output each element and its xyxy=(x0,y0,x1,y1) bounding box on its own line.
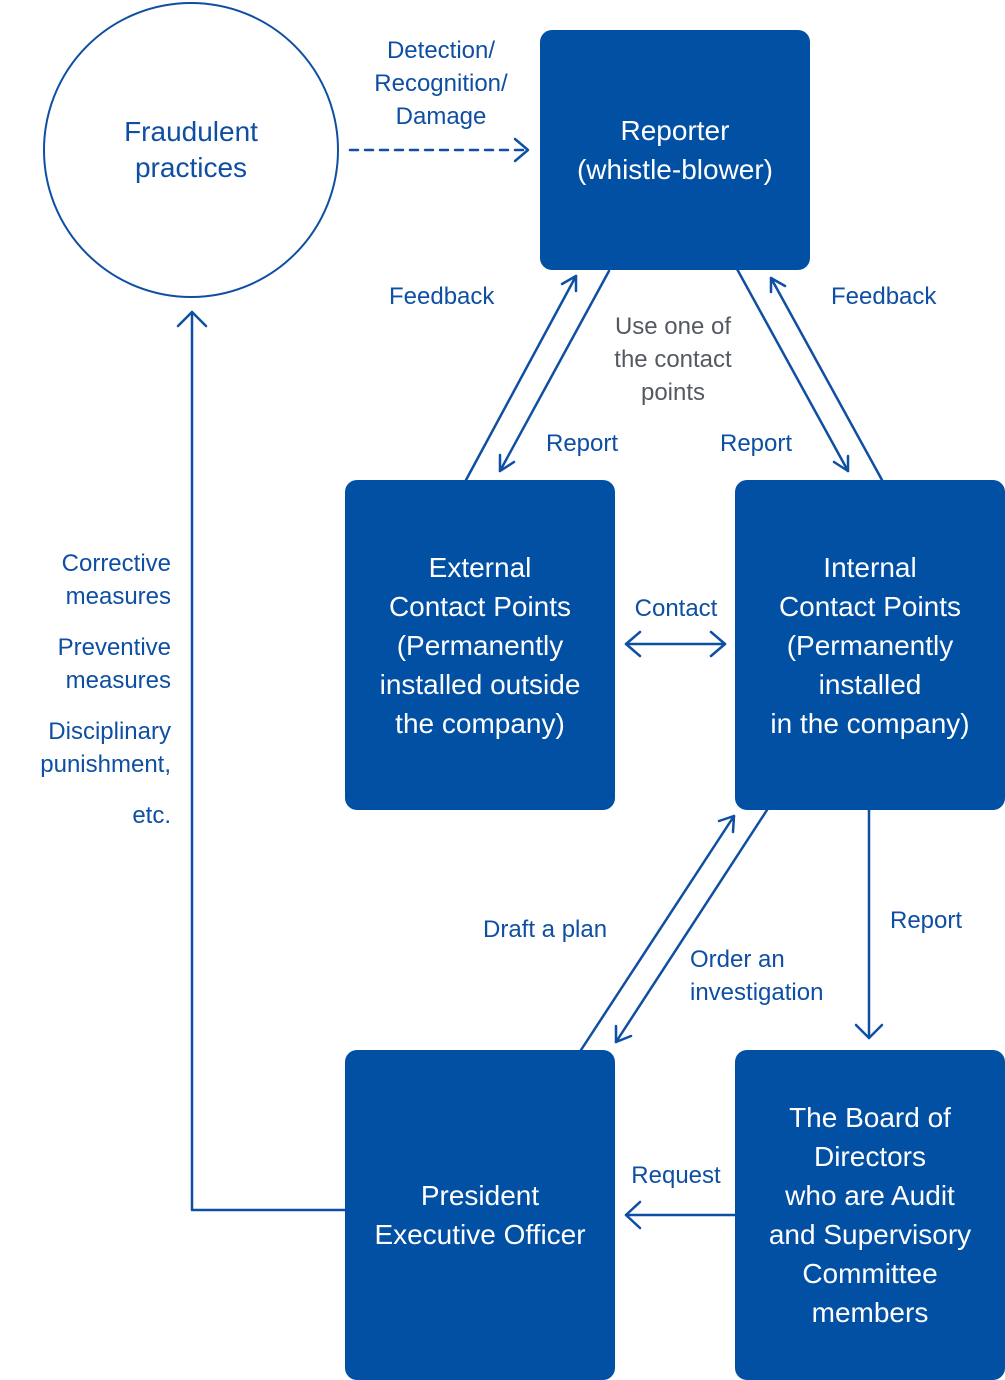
fraudulent-practices-node: Fraudulent practices xyxy=(43,2,339,298)
report-board-arrowhead xyxy=(854,1023,884,1040)
request-label: Request xyxy=(631,1162,721,1189)
report-right-arrow-line xyxy=(735,267,850,473)
report-right-label: Report xyxy=(720,430,793,457)
draft-plan-arrow-line xyxy=(579,814,736,1052)
internal-contact-points-node: Internal Contact Points (Permanently ins… xyxy=(735,480,1005,810)
preventive-measures-label: Preventive measures xyxy=(57,634,171,694)
draft-plan-label: Draft a plan xyxy=(483,916,608,943)
draft-plan-arrowhead xyxy=(717,814,736,834)
detection-arrowhead xyxy=(513,137,530,163)
contact-arrowhead-right xyxy=(709,630,727,658)
etc-label: etc. xyxy=(132,802,171,829)
disciplinary-punishment-label: Disciplinary punishment, xyxy=(40,718,171,778)
report-left-label: Report xyxy=(546,430,619,457)
order-investigation-label: Order an investigation xyxy=(690,946,824,1006)
feedback-left-label: Feedback xyxy=(389,283,495,310)
order-investigation-arrow-line xyxy=(614,808,769,1044)
detection-label: Detection/ Recognition/ Damage xyxy=(374,37,508,130)
board-node: The Board of Directors who are Audit and… xyxy=(735,1050,1005,1380)
report-board-label: Report xyxy=(890,907,963,934)
feedback-right-arrowhead xyxy=(769,276,787,294)
report-left-arrowhead xyxy=(498,453,516,473)
measures-loop-arrowhead xyxy=(176,310,208,328)
president-node: President Executive Officer xyxy=(345,1050,615,1380)
external-contact-points-node: External Contact Points (Permanently ins… xyxy=(345,480,615,810)
feedback-left-arrowhead xyxy=(560,274,578,293)
feedback-left-arrow-line xyxy=(464,274,578,482)
feedback-right-arrow-line xyxy=(769,276,884,482)
use-contact-points-label: Use one of the contact points xyxy=(614,313,732,406)
reporter-node: Reporter (whistle-blower) xyxy=(540,30,810,270)
corrective-measures-label: Corrective measures xyxy=(61,550,171,610)
report-left-arrow-line xyxy=(498,269,611,473)
report-right-arrowhead xyxy=(832,454,850,473)
measures-loop-line xyxy=(190,310,348,1212)
contact-arrowhead-left xyxy=(624,630,642,658)
feedback-right-label: Feedback xyxy=(831,283,937,310)
request-arrowhead xyxy=(624,1200,642,1230)
contact-label: Contact xyxy=(634,595,718,622)
order-investigation-arrowhead xyxy=(614,1024,633,1044)
